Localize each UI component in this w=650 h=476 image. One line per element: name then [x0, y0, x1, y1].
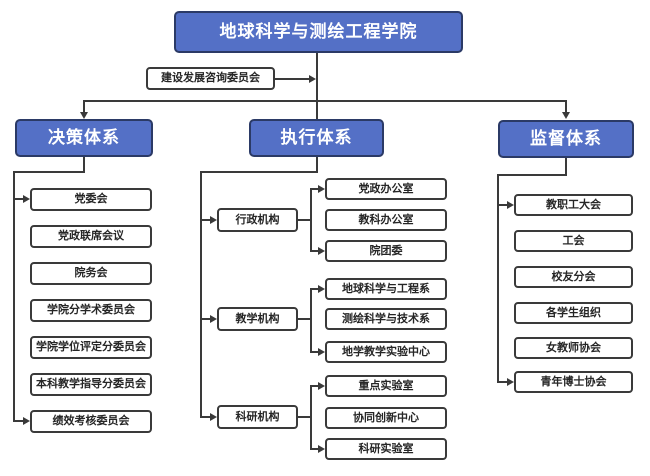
connector-stub-left	[83, 100, 85, 112]
arrow-group-admin	[210, 216, 217, 224]
decision-system-header: 决策体系	[15, 119, 153, 157]
connector-teaching-junction	[310, 288, 312, 353]
supervision-item: 青年博士协会	[514, 371, 633, 393]
arrow-decision-last	[23, 417, 30, 425]
connector-admin-child3	[311, 250, 319, 252]
connector-execution-spine	[200, 171, 202, 418]
connector-group-admin	[200, 219, 210, 221]
execution-group-teaching: 教学机构	[217, 307, 298, 331]
college-title-box: 地球科学与测绘工程学院	[174, 11, 463, 53]
execution-item: 地球科学与工程系	[325, 278, 447, 300]
decision-item: 党委会	[30, 188, 152, 211]
connector-supervision-first	[497, 204, 507, 206]
execution-system-header: 执行体系	[249, 119, 384, 157]
supervision-item: 女教师协会	[514, 337, 633, 359]
execution-item: 协同创新中心	[325, 407, 447, 429]
arrow-teaching-child3	[318, 348, 325, 356]
supervision-item: 教职工大会	[514, 194, 633, 216]
decision-item: 学院学位评定分委员会	[30, 336, 152, 359]
connector-decision-first	[13, 198, 23, 200]
connector-execution-stub	[316, 157, 318, 173]
connector-decision-spine	[13, 171, 15, 422]
connector-decision-last	[13, 420, 23, 422]
connector-supervision-last	[497, 381, 507, 383]
connector-admin-out	[297, 219, 312, 221]
connector-distribution	[83, 100, 567, 102]
connector-advisory	[275, 78, 309, 80]
connector-supervision-top	[497, 174, 567, 176]
connector-teaching-out	[297, 318, 312, 320]
advisory-committee-box: 建设发展咨询委员会	[146, 67, 275, 90]
execution-item: 教科办公室	[325, 209, 447, 231]
execution-item: 院团委	[325, 240, 447, 262]
supervision-item: 工会	[514, 230, 633, 252]
connector-main-vertical	[316, 53, 318, 119]
arrow-supervision-last	[507, 378, 514, 386]
arrow-supervision-first	[507, 201, 514, 209]
arrow-down-decision	[80, 112, 88, 119]
arrow-group-research	[210, 413, 217, 421]
connector-research-child1	[311, 385, 319, 387]
connector-execution-top	[200, 171, 318, 173]
connector-research-out	[297, 416, 312, 418]
connector-group-teaching	[200, 318, 210, 320]
execution-item: 党政办公室	[325, 178, 447, 200]
connector-teaching-child1	[311, 288, 319, 290]
decision-item: 本科教学指导分委员会	[30, 373, 152, 396]
connector-supervision-stub	[565, 158, 567, 175]
decision-item: 学院分学术委员会	[30, 299, 152, 322]
supervision-item: 各学生组织	[514, 302, 633, 324]
execution-group-admin: 行政机构	[217, 208, 298, 232]
connector-stub-right	[565, 100, 567, 112]
arrow-teaching-child1	[318, 285, 325, 293]
connector-supervision-spine	[497, 174, 499, 383]
connector-group-research	[200, 416, 210, 418]
connector-research-junction	[310, 385, 312, 450]
supervision-item: 校友分会	[514, 266, 633, 288]
decision-item: 党政联席会议	[30, 225, 152, 248]
execution-item: 地学教学实验中心	[325, 341, 447, 363]
execution-item: 科研实验室	[325, 438, 447, 460]
execution-item: 测绘科学与技术系	[325, 308, 447, 330]
arrow-research-child3	[318, 445, 325, 453]
connector-teaching-child3	[311, 351, 319, 353]
arrow-decision-first	[23, 195, 30, 203]
execution-item: 重点实验室	[325, 375, 447, 397]
arrow-admin-child3	[318, 247, 325, 255]
decision-item: 绩效考核委员会	[30, 410, 152, 433]
connector-decision-stub	[83, 157, 85, 172]
arrow-research-child1	[318, 382, 325, 390]
connector-admin-junction	[310, 188, 312, 252]
arrow-advisory	[309, 75, 316, 83]
connector-decision-top	[13, 171, 85, 173]
supervision-system-header: 监督体系	[498, 120, 634, 158]
execution-group-research: 科研机构	[217, 405, 298, 429]
connector-admin-child1	[311, 188, 319, 190]
arrow-admin-child1	[318, 185, 325, 193]
connector-research-child3	[311, 448, 319, 450]
arrow-down-supervision	[562, 112, 570, 119]
decision-item: 院务会	[30, 262, 152, 285]
arrow-group-teaching	[210, 315, 217, 323]
